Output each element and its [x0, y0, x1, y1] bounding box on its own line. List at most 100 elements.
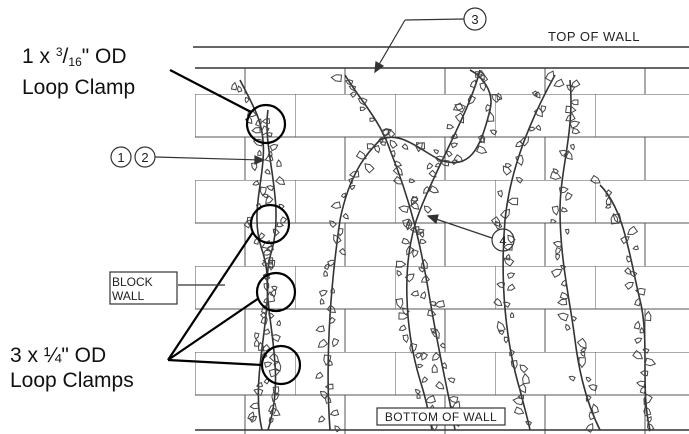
- leaf: [268, 402, 277, 415]
- leaf: [348, 85, 357, 92]
- leaf: [639, 385, 646, 394]
- leaf: [395, 260, 407, 268]
- leaf: [421, 258, 428, 269]
- leaf: [646, 416, 652, 423]
- leaf: [417, 363, 424, 369]
- leaf: [503, 257, 515, 267]
- leaf: [329, 316, 336, 325]
- tag-circle-1: [110, 146, 132, 168]
- leaf: [497, 329, 505, 336]
- leaf: [571, 127, 581, 135]
- leaf: [409, 226, 420, 233]
- block-wall-box: [109, 271, 178, 305]
- leaf: [248, 415, 258, 423]
- leaf: [506, 272, 516, 279]
- leaf: [267, 291, 276, 303]
- leaf: [393, 160, 403, 167]
- leaf: [550, 219, 557, 224]
- leaf: [402, 334, 409, 344]
- leaf: [510, 359, 518, 370]
- leaf: [491, 94, 502, 104]
- callout-clamps-bottom-line2: Loop Clamps: [10, 369, 134, 392]
- leaf: [416, 228, 425, 236]
- leaf: [534, 91, 541, 99]
- leaf: [590, 174, 601, 184]
- leaf: [329, 220, 337, 229]
- leaf: [550, 268, 563, 278]
- leaf: [389, 139, 398, 149]
- leaf: [431, 363, 438, 373]
- leaf: [276, 159, 282, 168]
- leaf: [552, 240, 563, 248]
- leaf: [588, 384, 598, 392]
- leaf: [255, 118, 262, 128]
- leaf: [317, 338, 329, 348]
- leaf: [410, 196, 419, 202]
- leaf: [266, 185, 275, 192]
- leaf: [260, 315, 268, 325]
- callout-leaders: [167, 69, 263, 367]
- leaf: [531, 90, 538, 98]
- leaf: [380, 128, 392, 138]
- leaf: [551, 205, 559, 216]
- leaf: [505, 253, 511, 261]
- leaf: [515, 140, 524, 148]
- leaf: [410, 200, 420, 210]
- leaf: [553, 78, 565, 88]
- leaf: [262, 248, 272, 256]
- callout-clamp-top-fraction: 3/16: [56, 45, 82, 69]
- leaf: [499, 208, 511, 220]
- leaf: [414, 352, 423, 359]
- leaf: [381, 129, 390, 137]
- leaf: [489, 129, 498, 136]
- leaf: [467, 94, 477, 105]
- leaf: [639, 370, 649, 377]
- leaf: [395, 298, 404, 310]
- leaf: [496, 92, 503, 101]
- leaf: [624, 267, 632, 275]
- leaf: [262, 257, 274, 265]
- leaf: [258, 232, 266, 240]
- tag-circle-4: [491, 228, 515, 252]
- leaf: [423, 205, 433, 214]
- leaf: [448, 395, 459, 404]
- leaf: [569, 143, 575, 151]
- leaf: [560, 264, 567, 271]
- leaf: [408, 178, 416, 184]
- leaf: [259, 311, 267, 319]
- leaf: [323, 263, 330, 270]
- leaf: [414, 388, 421, 395]
- leaf: [454, 112, 465, 124]
- leaf: [252, 180, 260, 186]
- leaf: [357, 97, 368, 106]
- leaf: [247, 411, 255, 421]
- leaf: [636, 380, 646, 388]
- leaf: [422, 185, 431, 194]
- leaf: [251, 162, 258, 172]
- leaf: [326, 304, 337, 313]
- leaf: [544, 70, 555, 82]
- leaf: [359, 106, 367, 112]
- leaf: [429, 185, 440, 194]
- leaf: [565, 323, 571, 331]
- leaf: [497, 189, 503, 198]
- leaf: [495, 220, 503, 230]
- leaf: [568, 375, 576, 382]
- leaf: [318, 289, 328, 297]
- leaf: [401, 143, 409, 150]
- callout-clamp-top: 1 x 3/16" OD Loop Clamp: [22, 40, 136, 100]
- leaf: [315, 325, 326, 333]
- leaf: [255, 382, 264, 388]
- leaf: [392, 165, 404, 176]
- leaf: [435, 380, 445, 390]
- leaf: [558, 186, 569, 194]
- callout-clamps-bottom-line1: 3 x ¼" OD: [10, 344, 107, 367]
- leaf: [398, 205, 410, 214]
- leaf: [254, 338, 260, 347]
- leaf: [419, 290, 427, 300]
- leaf: [390, 149, 396, 158]
- leaf: [330, 74, 343, 83]
- leaf: [270, 334, 281, 343]
- leaf: [324, 394, 332, 404]
- callout-clamp-top-prefix: 1 x: [22, 45, 56, 68]
